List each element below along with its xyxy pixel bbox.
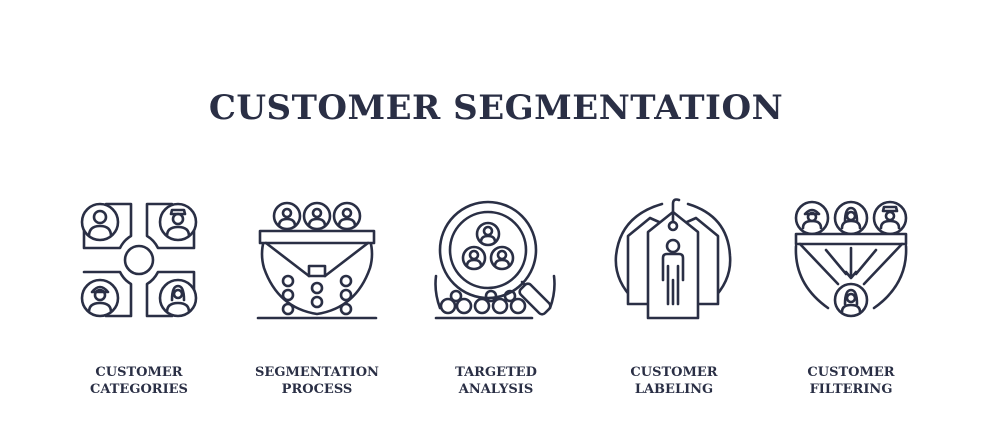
caption-line: LABELING xyxy=(634,382,714,397)
customer-categories-icon xyxy=(76,196,202,324)
caption-customer-labeling: CUSTOMER LABELING xyxy=(594,364,754,398)
caption-customer-filtering: CUSTOMER FILTERING xyxy=(771,364,931,398)
caption-line: PROCESS xyxy=(281,382,353,397)
targeted-analysis-icon xyxy=(432,196,558,324)
caption-customer-categories: CUSTOMER CATEGORIES xyxy=(59,364,219,398)
customer-filtering-icon xyxy=(788,196,914,324)
caption-line: CUSTOMER xyxy=(630,365,718,380)
caption-line: CUSTOMER xyxy=(807,365,895,380)
caption-line: SEGMENTATION xyxy=(255,365,379,380)
caption-line: FILTERING xyxy=(809,382,893,397)
page-title: CUSTOMER SEGMENTATION xyxy=(208,88,784,128)
caption-line: CATEGORIES xyxy=(90,382,188,397)
customer-labeling-icon xyxy=(610,196,736,324)
caption-line: TARGETED xyxy=(455,365,537,380)
caption-targeted-analysis: TARGETED ANALYSIS xyxy=(416,364,576,398)
caption-line: ANALYSIS xyxy=(458,382,534,397)
caption-line: CUSTOMER xyxy=(95,365,183,380)
caption-segmentation-process: SEGMENTATION PROCESS xyxy=(237,364,397,398)
segmentation-process-icon xyxy=(254,196,380,324)
